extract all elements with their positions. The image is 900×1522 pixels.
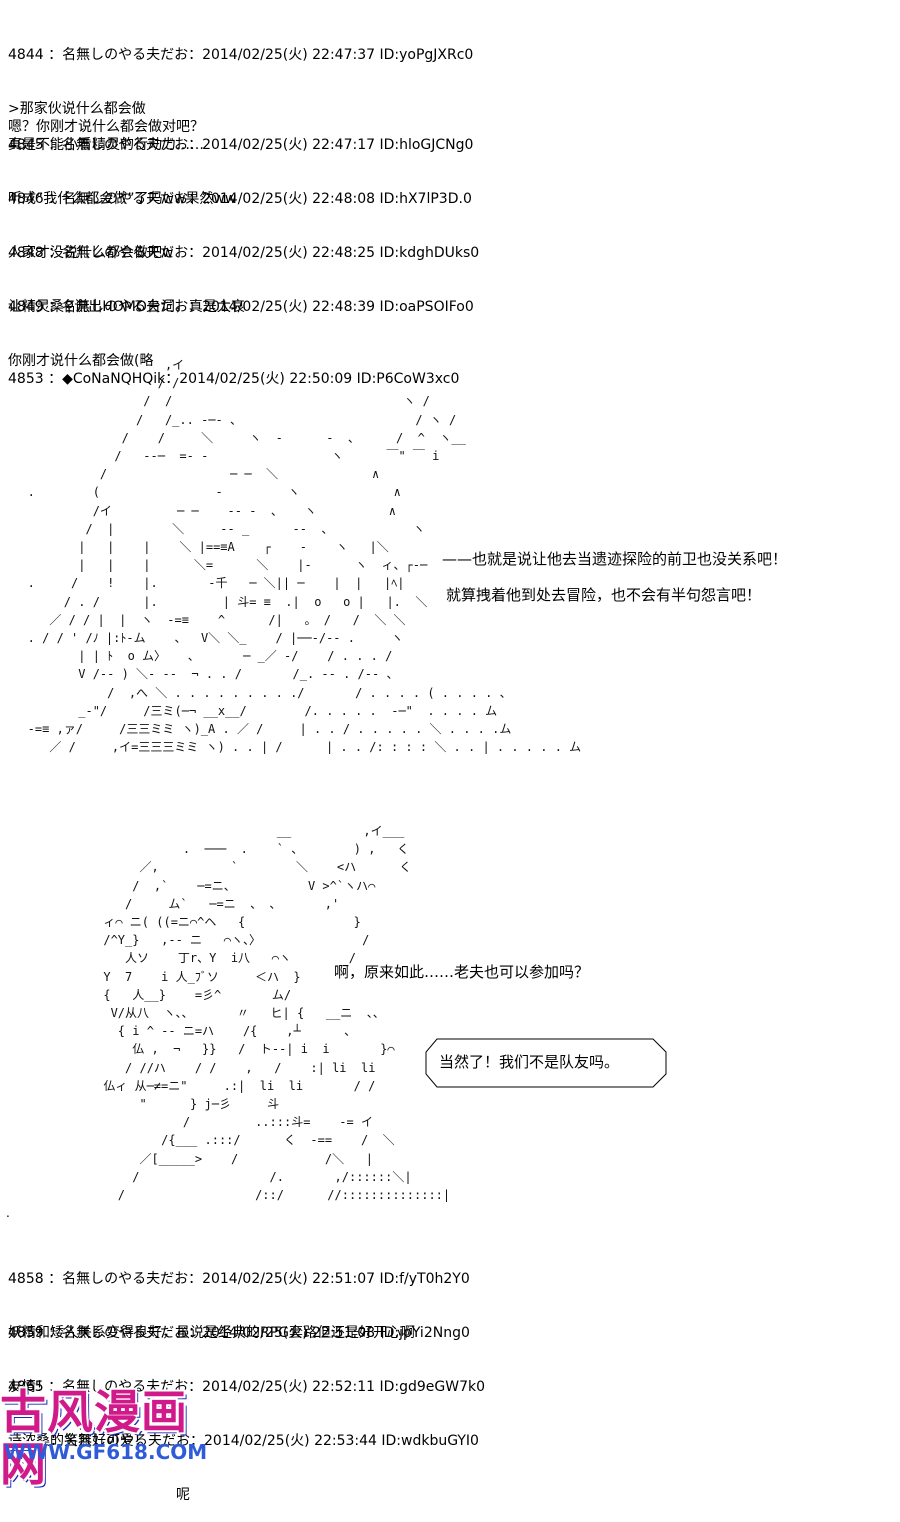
elf-dialogue-line-2: 就算拽着他到处去冒险，也不会有半句怨言吧！ xyxy=(446,586,762,604)
elf-ascii-art: ,イ / / / / ヽ / / /_.. -─- 、 / ヽ / / / ＼ … xyxy=(27,358,582,755)
post-body: 友情！ xyxy=(8,1379,50,1395)
post-header: 4846 ：名無しのやる夫だお：2014/02/25(火) 22:48:08 I… xyxy=(8,191,472,207)
separator-dot: . xyxy=(6,1206,10,1220)
post-header: 4845 ：名無しのやる夫だお：2014/02/25(火) 22:47:17 I… xyxy=(8,137,474,153)
speech-bubble-text: 当然了！我们不是队友吗。 xyxy=(439,1053,620,1071)
speech-bubble-frame xyxy=(425,1038,667,1088)
post-header: 4844 ：名無しのやる夫だお：2014/02/25(火) 22:47:37 I… xyxy=(8,47,474,63)
post-4846: 4846 ：名無しのやる夫だお：2014/02/25(火) 22:48:08 I… xyxy=(8,154,472,280)
site-watermark: 古风漫画网 WWW.GF618.COM xyxy=(0,1386,215,1490)
dwarf-ascii-art: __ ,イ___ . ─── . ` 、 ) , く ／, ` ＼ <ハ く /… xyxy=(103,824,459,1203)
watermark-url: WWW.GF618.COM xyxy=(4,1440,208,1464)
post-body: 听成“我什么都会做”了吗ww果然ww xyxy=(8,191,237,207)
dwarf-dialogue-line: 啊，原来如此……老夫也可以参加吗？ xyxy=(334,963,590,981)
post-4853: 4853 ：◆CoNaNQHQik：2014/02/25(火) 22:50:09… xyxy=(8,334,459,406)
watermark-logo-text: 古风漫画网 xyxy=(0,1385,188,1491)
post-body: >那家伙说什么都会做 嗯？你刚才说什么都会做对吧？ 真是不能小看精灵的行动力…… xyxy=(8,101,204,153)
speech-bubble: 当然了！我们不是队友吗。 xyxy=(425,1038,667,1088)
post-header: 4849 ：名無しのやる夫だお：2014/02/25(火) 22:48:39 I… xyxy=(8,299,474,315)
post-4848: 4848 ：名無しのやる夫だお：2014/02/25(火) 22:48:25 I… xyxy=(8,208,479,334)
post-header: 4848 ：名無しのやる夫だお：2014/02/25(火) 22:48:25 I… xyxy=(8,245,480,261)
elf-dialogue-line-1: ——也就是说让他去当遗迹探险的前卫也没关系吧！ xyxy=(442,550,788,568)
post-header: 4859 ：名無しのやる夫だお：2014/02/25(火) 22:51:08 I… xyxy=(8,1325,470,1341)
post-body: 人家才没说什么都会做吧w xyxy=(8,245,174,261)
post-4849: 4849 ：名無しのやる夫だお：2014/02/25(火) 22:48:39 I… xyxy=(8,262,474,388)
post-4858: 4858 ：名無しのやる夫だお：2014/02/25(火) 22:51:07 I… xyxy=(8,1234,470,1360)
post-body: 诗浓桑的笑容好可爱！ xyxy=(8,1433,148,1449)
post-4845: 4845 ：名無しのやる夫だお：2014/02/25(火) 22:47:17 I… xyxy=(8,100,473,226)
post-header: 4865 ：名無しのやる夫だお：2014/02/25(火) 22:52:11 I… xyxy=(8,1379,486,1395)
post-header: 4858 ：名無しのやる夫だお：2014/02/25(火) 22:51:07 I… xyxy=(8,1271,470,1287)
post-header: ：名無しのやる夫だお：2014/02/25(火) 22:53:44 ID:wdk… xyxy=(8,1433,479,1449)
post-header: 4853 ：◆CoNaNQHQik：2014/02/25(火) 22:50:09… xyxy=(8,371,460,387)
post-body: 让精灵桑♀说出HOMO台词，真是太哀 xyxy=(8,299,245,315)
post-body: 妖精和矮人关系变得良好，虽说是经典的RPG套路但还是好开心啊 xyxy=(8,1325,416,1341)
post-body: 你刚才说什么都会做(略 xyxy=(8,353,154,369)
post-4844: 4844 ：名無しのやる夫だお：2014/02/25(火) 22:47:37 I… xyxy=(8,10,473,172)
post-4859: 4859 ：名無しのやる夫だお：2014/02/25(火) 22:51:08 I… xyxy=(8,1288,470,1414)
post-4865: 4865 ：名無しのやる夫だお：2014/02/25(火) 22:52:11 I… xyxy=(8,1342,485,1468)
